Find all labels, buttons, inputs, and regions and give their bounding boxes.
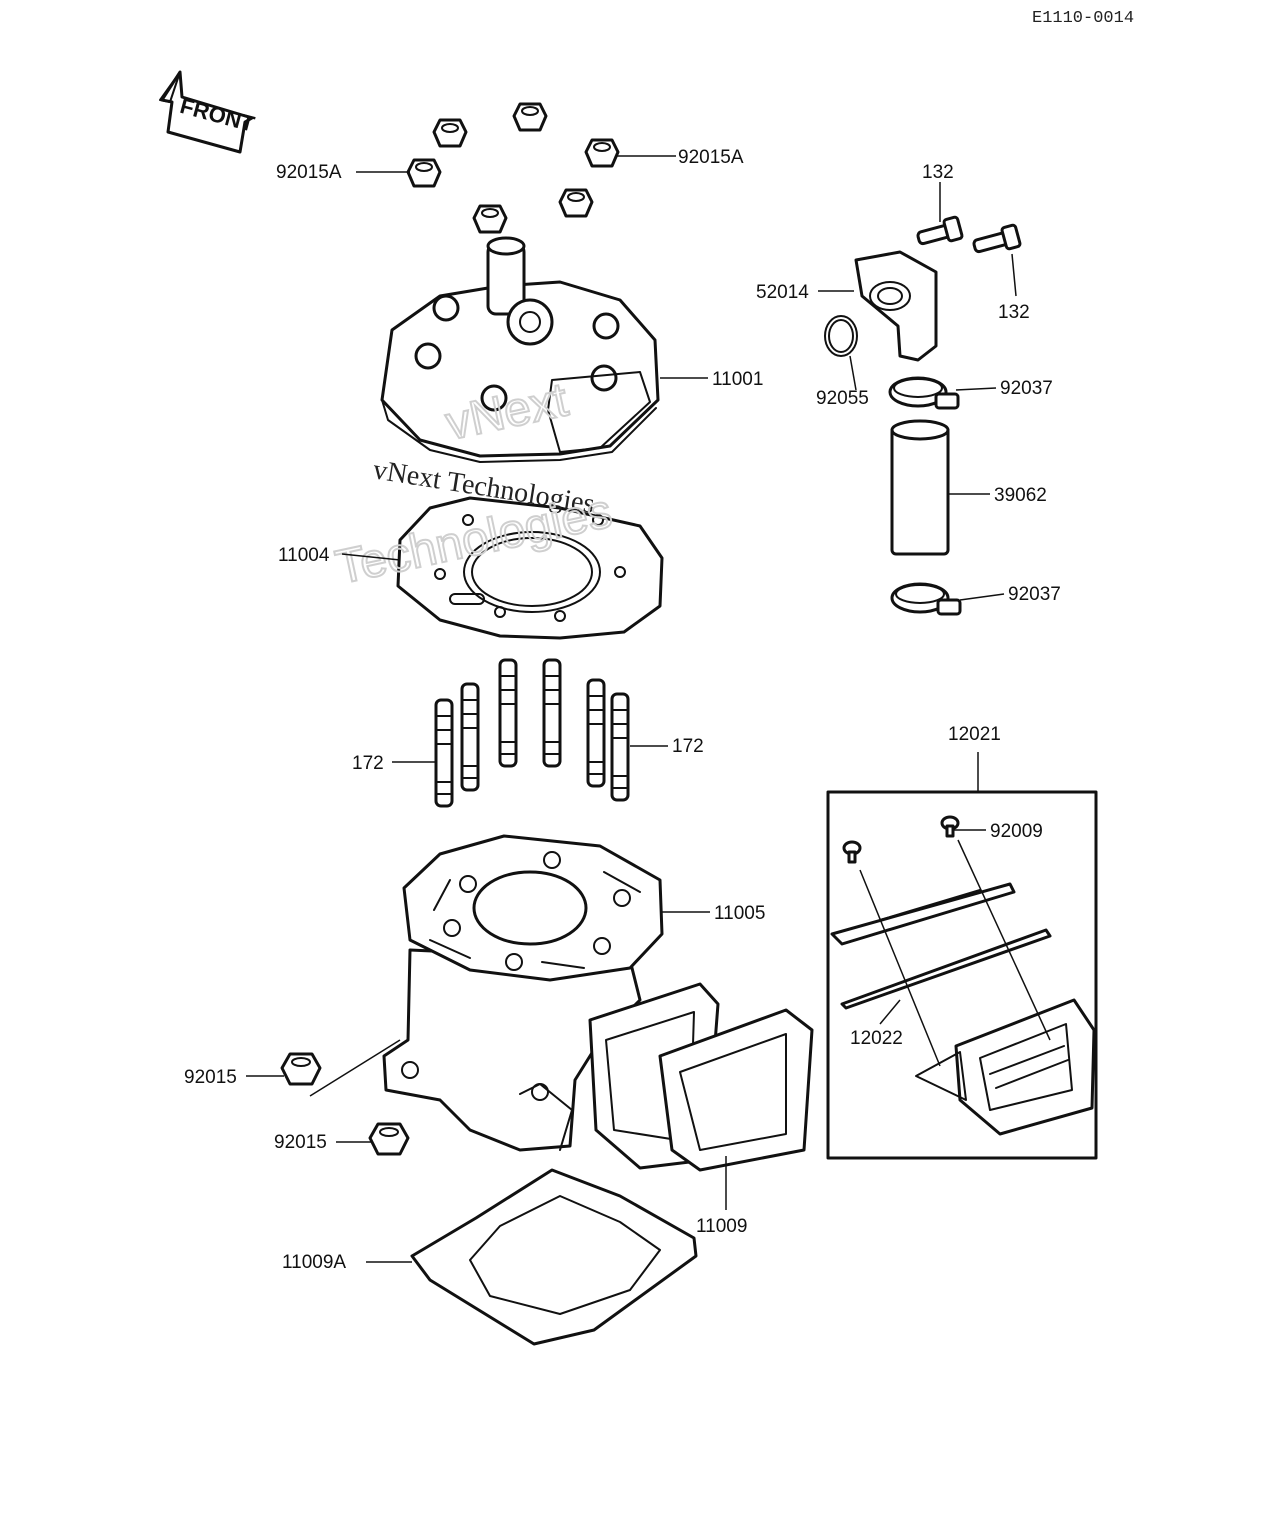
part-label-39062: 39062 [994, 485, 1047, 506]
nut-icon [406, 158, 442, 188]
cylinder-studs [434, 658, 630, 808]
leader-lines [246, 155, 1017, 1263]
head-nuts [406, 102, 620, 234]
base-gasket [410, 1168, 698, 1346]
part-label-132-top: 132 [922, 162, 954, 183]
part-label-172-left: 172 [352, 753, 384, 774]
hose-clamp-icon [890, 582, 962, 616]
part-label-11009: 11009 [696, 1216, 747, 1237]
part-label-92015A-left: 92015A [276, 162, 342, 183]
part-label-92009: 92009 [990, 821, 1043, 842]
screw-icon [940, 815, 960, 838]
part-label-132-bottom: 132 [998, 302, 1030, 323]
part-label-11004: 11004 [278, 545, 330, 566]
part-label-11001: 11001 [712, 369, 763, 390]
nut-icon [558, 188, 594, 218]
part-label-92015-a: 92015 [184, 1067, 237, 1088]
part-label-11005: 11005 [714, 903, 765, 924]
head-gasket [396, 496, 664, 640]
part-label-52014: 52014 [756, 282, 809, 303]
intake-gaskets [588, 982, 814, 1172]
hose-clamp-icon [888, 376, 960, 410]
nut-icon [432, 118, 468, 148]
coolant-fittings [824, 215, 1022, 616]
screw-icon [842, 840, 862, 864]
bolt-icon [972, 223, 1022, 254]
part-labels: 92015A 92015A 132 132 52014 11001 92055 … [184, 147, 1061, 1273]
part-label-12021: 12021 [948, 724, 1001, 745]
nut-icon [368, 1122, 410, 1156]
cylinder-head [380, 236, 660, 463]
nut-icon [584, 138, 620, 168]
bolt-icon [916, 215, 964, 246]
base-nuts [280, 1052, 410, 1156]
reed-valve-assembly [826, 752, 1098, 1160]
part-label-11009A: 11009A [282, 1252, 346, 1273]
part-label-172-right: 172 [672, 736, 704, 757]
front-arrow-icon: FRONT [159, 70, 258, 154]
part-label-92055: 92055 [816, 388, 869, 409]
part-label-92015-b: 92015 [274, 1132, 327, 1153]
diagram-code: E1110-0014 [1032, 9, 1134, 28]
nut-icon [512, 102, 548, 132]
nut-icon [472, 204, 508, 234]
part-label-92037-bottom: 92037 [1008, 584, 1061, 605]
cylinder-block [382, 834, 664, 1152]
nut-icon [280, 1052, 322, 1086]
part-label-12022: 12022 [850, 1028, 903, 1049]
part-label-92037-top: 92037 [1000, 378, 1053, 399]
part-label-92015A-right: 92015A [678, 147, 744, 168]
